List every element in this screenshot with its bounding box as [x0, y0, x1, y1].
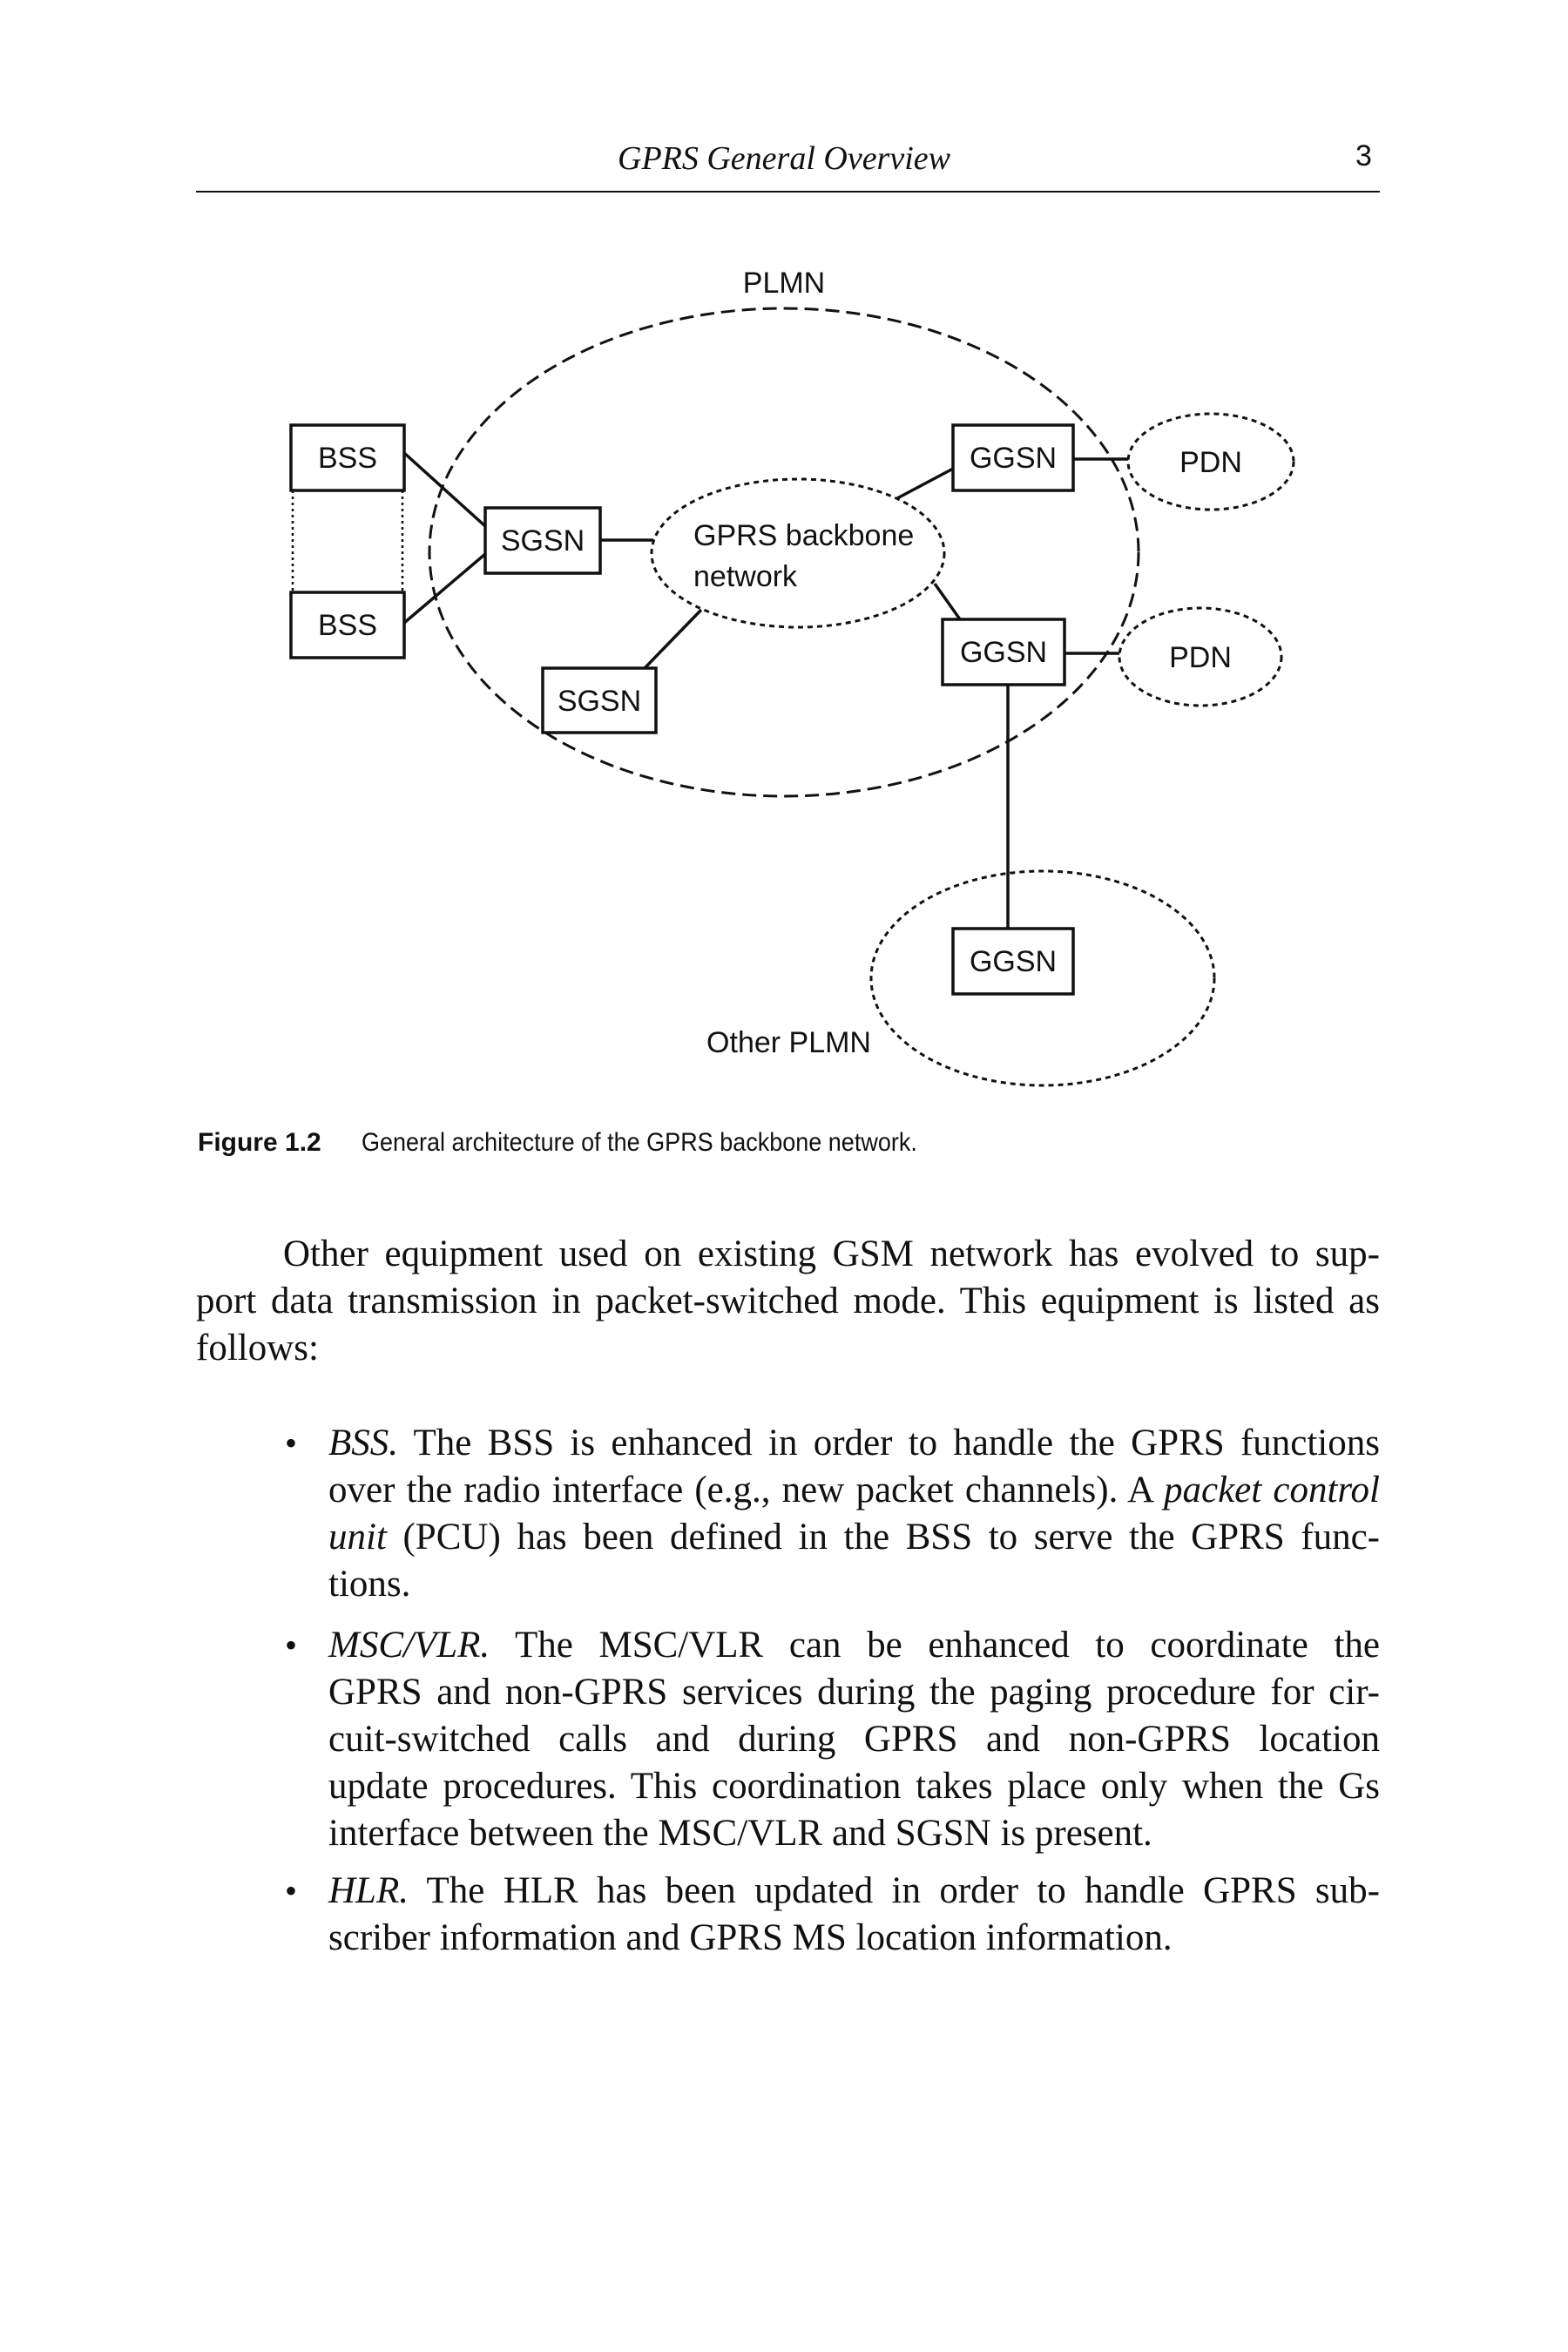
text-run: update procedures. This coordination tak…	[328, 1766, 1380, 1807]
text-line: tions.	[328, 1561, 1380, 1608]
text-run: The BSS is enhanced in order to handle t…	[398, 1423, 1380, 1463]
bss-label-1: BSS	[318, 442, 377, 475]
link-backbone-sgsn2	[643, 608, 703, 670]
text-run: over the radio interface (e.g., new pack…	[328, 1470, 1164, 1511]
text-run: tions.	[328, 1564, 411, 1605]
italic-term: packet control	[1164, 1470, 1380, 1511]
bullet-icon: •	[285, 1625, 298, 1665]
pdn-label-1: PDN	[1179, 446, 1242, 479]
text-line: BSS. The BSS is enhanced in order to han…	[328, 1420, 1380, 1467]
bullet-item-msc-vlr: • MSC/VLR. The MSC/VLR can be enhanced to…	[285, 1622, 1380, 1857]
running-header-title: GPRS General Overview	[618, 140, 950, 177]
text-line: over the radio interface (e.g., new pack…	[328, 1467, 1380, 1514]
pdn-label-2: PDN	[1169, 641, 1232, 674]
link-bss2-sgsn1	[402, 552, 487, 625]
sgsn-box-2	[541, 666, 658, 734]
text-line: unit (PCU) has been defined in the BSS t…	[328, 1514, 1380, 1561]
italic-term: HLR.	[328, 1870, 409, 1911]
italic-term: MSC/VLR.	[328, 1625, 490, 1666]
text-line: Other equipment used on existing GSM net…	[196, 1231, 1380, 1278]
sgsn-box-1	[483, 506, 602, 575]
text-line: GPRS and non-GPRS services during the pa…	[328, 1669, 1380, 1716]
figure-caption-text: General architecture of the GPRS backbon…	[362, 1128, 917, 1157]
italic-term: BSS.	[328, 1423, 399, 1463]
text-line: update procedures. This coordination tak…	[328, 1763, 1380, 1810]
other-plmn-boundary	[869, 869, 1216, 1087]
ggsn-label-3: GGSN	[970, 945, 1057, 978]
text-run: The HLR has been updated in order to han…	[408, 1870, 1380, 1911]
link-bss1-sgsn1	[402, 451, 487, 528]
sgsn-label-1: SGSN	[501, 524, 585, 558]
bullet-item-bss: • BSS. The BSS is enhanced in order to ha…	[285, 1420, 1380, 1608]
text-run: scriber information and GPRS MS location…	[328, 1917, 1173, 1958]
sgsn-label-2: SGSN	[558, 685, 641, 718]
text-run: interface between the MSC/VLR and SGSN i…	[328, 1813, 1152, 1854]
text-line: interface between the MSC/VLR and SGSN i…	[328, 1810, 1380, 1857]
backbone-label-line2: network	[693, 560, 798, 593]
link-backbone-ggsn1	[896, 467, 954, 500]
bullet-icon: •	[285, 1871, 298, 1910]
ggsn-box-2	[941, 618, 1066, 686]
text-line: HLR. The HLR has been updated in order t…	[328, 1868, 1380, 1915]
bss-box-2	[289, 591, 406, 659]
ggsn-label-2: GGSN	[960, 636, 1047, 669]
ggsn-box-3	[951, 927, 1075, 996]
text-run: GPRS and non-GPRS services during the pa…	[328, 1672, 1380, 1713]
text-line: follows:	[196, 1325, 1380, 1372]
text-run: Other equipment used on existing GSM net…	[283, 1233, 1380, 1274]
text-run: (PCU) has been defined in the BSS to ser…	[386, 1517, 1380, 1558]
gprs-architecture-diagram: PLMN BSS BSS SGSN SGSN GGSN GGSN GGSN PD…	[289, 267, 1295, 1087]
page-number: 3	[1355, 139, 1372, 172]
other-plmn-label: Other PLMN	[706, 1026, 871, 1059]
text-line: port data transmission in packet-switche…	[196, 1278, 1380, 1325]
header-rule	[196, 191, 1380, 193]
bss-label-2: BSS	[318, 609, 377, 642]
figure-caption: Figure 1.2 General architecture of the GP…	[198, 1128, 979, 1158]
pdn-cloud-2	[1118, 606, 1283, 707]
pdn-cloud-1	[1126, 412, 1295, 511]
link-backbone-ggsn2	[933, 582, 962, 621]
ggsn-label-1: GGSN	[970, 442, 1057, 475]
plmn-boundary	[428, 307, 1140, 798]
text-run: port data transmission in packet-switche…	[196, 1281, 1380, 1321]
text-line: MSC/VLR. The MSC/VLR can be enhanced to …	[328, 1622, 1380, 1669]
body-paragraph: Other equipment used on existing GSM net…	[196, 1231, 1380, 1372]
backbone-network-cloud	[650, 477, 946, 629]
bullet-item-hlr: • HLR. The HLR has been updated in order …	[285, 1868, 1380, 1962]
bullet-icon: •	[285, 1423, 298, 1463]
bss-box-1	[289, 423, 406, 492]
text-run: The MSC/VLR can be enhanced to coordinat…	[490, 1625, 1380, 1666]
text-run: cuit-switched calls and during GPRS and …	[328, 1719, 1380, 1760]
italic-term: unit	[328, 1517, 387, 1558]
figure-number: Figure 1.2	[198, 1128, 321, 1157]
text-line: cuit-switched calls and during GPRS and …	[328, 1716, 1380, 1763]
plmn-label: PLMN	[743, 267, 825, 300]
backbone-label-line1: GPRS backbone	[693, 519, 914, 552]
text-run: follows:	[196, 1328, 319, 1369]
text-line: scriber information and GPRS MS location…	[328, 1915, 1380, 1962]
ggsn-box-1	[951, 423, 1075, 492]
